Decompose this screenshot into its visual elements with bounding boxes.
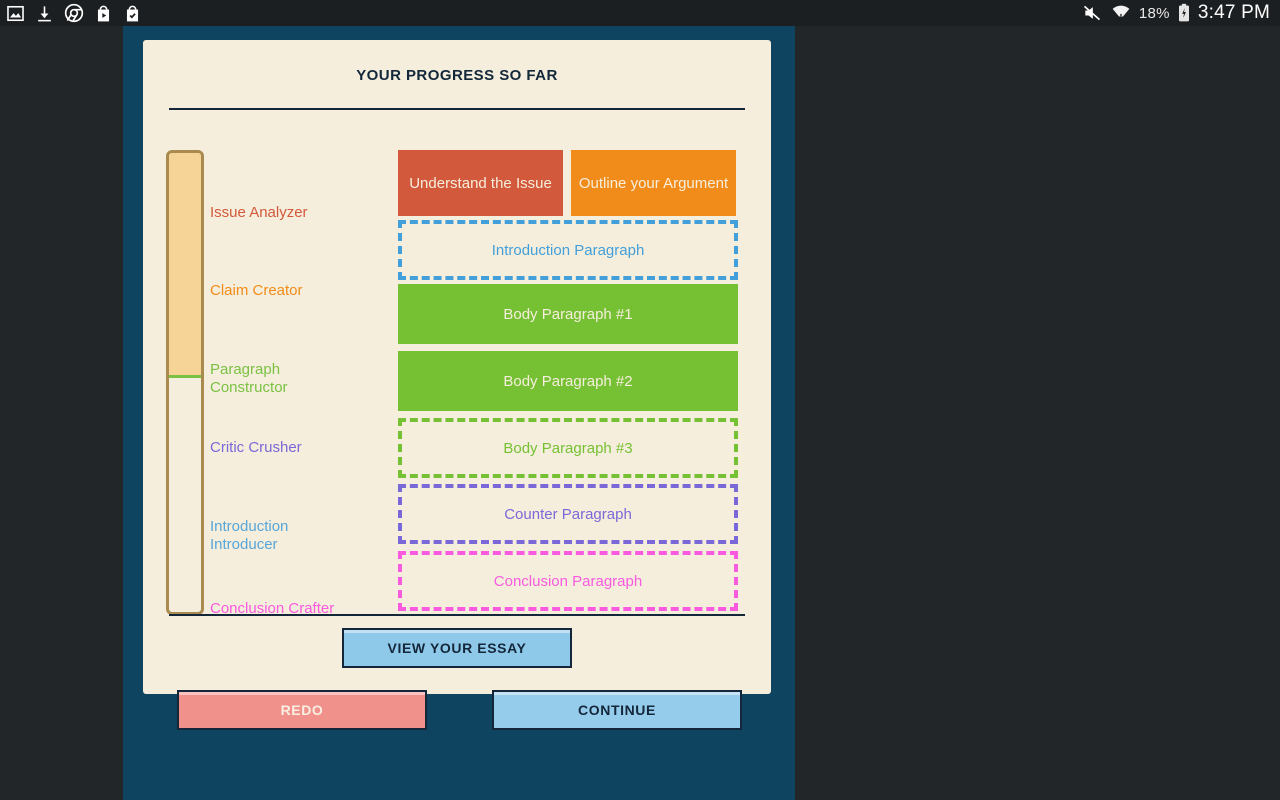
essay-block[interactable]: Conclusion Paragraph — [398, 551, 738, 611]
stage-label-line: Conclusion Crafter — [210, 600, 335, 617]
essay-block[interactable]: Body Paragraph #1 — [398, 284, 738, 344]
title-divider — [169, 108, 745, 110]
stage-label-line: Claim Creator — [210, 282, 303, 299]
stage-label-line: Constructor — [210, 379, 288, 396]
essay-block-label: Conclusion Paragraph — [493, 572, 643, 590]
wifi-icon — [1110, 3, 1132, 23]
play-store-check-bag-icon — [123, 4, 142, 23]
stage-label-line: Introducer — [210, 536, 278, 553]
essay-block[interactable]: Body Paragraph #2 — [398, 351, 738, 411]
essay-block[interactable]: Outline your Argument — [571, 150, 736, 216]
battery-charging-icon — [1177, 3, 1191, 23]
play-store-bag-icon — [94, 4, 113, 23]
essay-block-label: Counter Paragraph — [504, 505, 632, 523]
view-essay-button[interactable]: VIEW YOUR ESSAY — [342, 628, 572, 668]
stage-label: Claim Creator — [210, 282, 390, 300]
download-icon — [35, 4, 54, 23]
clock-label: 3:47 PM — [1197, 2, 1270, 23]
chrome-icon — [64, 3, 84, 23]
stage-label: Conclusion Crafter — [210, 600, 390, 618]
essay-block-label: Body Paragraph #1 — [503, 305, 633, 323]
stage-label: Issue Analyzer — [210, 204, 390, 222]
essay-block-label: Outline your Argument — [578, 174, 729, 192]
essay-block-label: Introduction Paragraph — [491, 241, 645, 259]
stage-label: Critic Crusher — [210, 439, 390, 457]
essay-block[interactable]: Counter Paragraph — [398, 484, 738, 544]
battery-percent-label: 18% — [1138, 4, 1170, 22]
image-icon — [6, 4, 25, 23]
stage-label-line: Critic Crusher — [210, 439, 302, 456]
redo-button[interactable]: REDO — [177, 690, 427, 730]
action-button-row: REDO CONTINUE — [123, 690, 795, 750]
overall-progress-fill — [169, 153, 201, 378]
mute-icon — [1081, 3, 1103, 23]
essay-block-list: Understand the Issue Outline your Argumen… — [398, 132, 748, 611]
stage-label-line: Paragraph — [210, 361, 281, 378]
continue-button[interactable]: CONTINUE — [492, 690, 742, 730]
status-bar-notification-icons — [6, 3, 142, 23]
status-bar-system-icons: 18% 3:47 PM — [1081, 2, 1270, 24]
stage-label-line: Issue Analyzer — [210, 204, 308, 221]
android-status-bar: 18% 3:47 PM — [0, 0, 1280, 26]
essay-block[interactable]: Understand the Issue — [398, 150, 563, 216]
stage-label-line: Introduction — [210, 518, 289, 535]
page-title: YOUR PROGRESS SO FAR — [356, 67, 558, 84]
essay-block-label: Understand the Issue — [409, 174, 552, 192]
overall-progress-tube — [166, 150, 204, 615]
essay-block[interactable]: Introduction Paragraph — [398, 220, 738, 280]
essay-block[interactable]: Body Paragraph #3 — [398, 418, 738, 478]
essay-block-label: Body Paragraph #2 — [503, 372, 633, 390]
essay-block-label: Body Paragraph #3 — [503, 439, 633, 457]
footer-divider — [169, 614, 745, 616]
